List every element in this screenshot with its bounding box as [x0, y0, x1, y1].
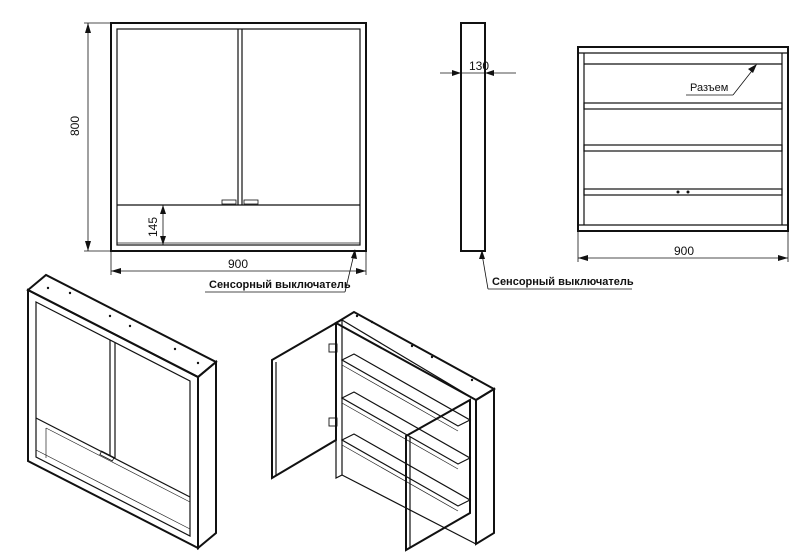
- inner-outline: [577, 46, 789, 232]
- hinge-bottom: [328, 417, 338, 427]
- shelf-1: [583, 102, 783, 110]
- iso-front-face: [27, 288, 199, 550]
- depth-dimension: [440, 70, 516, 76]
- width-dimension: [110, 251, 367, 275]
- touch-switch-callout: [205, 249, 357, 293]
- height-dimension: [84, 22, 111, 252]
- isometric-closed-view: [26, 273, 218, 551]
- hinge-top: [328, 343, 338, 353]
- open-side-face: [475, 387, 495, 546]
- inner-width-dimension: [577, 231, 789, 262]
- width-label: 900: [228, 257, 248, 271]
- iso-side-face: [197, 359, 217, 551]
- touch-switch-dot-right: [686, 190, 690, 194]
- shelf-2: [583, 144, 783, 152]
- side-outline: [460, 22, 486, 252]
- side-switch-callout: [479, 250, 632, 290]
- shelf-3: [583, 188, 783, 196]
- open-left-door: [271, 321, 337, 480]
- side-switch-label: Сенсорный выключатель: [492, 276, 634, 288]
- isometric-open-view: [271, 310, 496, 552]
- iso-door-bottom: [35, 417, 191, 498]
- shelf-height-label: 145: [146, 217, 160, 237]
- depth-label: 130: [469, 59, 489, 73]
- touch-switch-left: [221, 199, 237, 205]
- touch-switch-dot-left: [676, 190, 680, 194]
- touch-switch-right: [243, 199, 259, 205]
- iso-top-face: [26, 273, 218, 379]
- shelf-height-dimension: [160, 205, 166, 245]
- connector-label: Разъем: [690, 82, 728, 94]
- touch-switch-label: Сенсорный выключатель: [209, 279, 351, 291]
- open-right-door: [405, 398, 471, 552]
- inner-view: Разъем 900: [577, 46, 789, 262]
- connector-callout: [686, 64, 757, 96]
- front-view: 800 145 900 Сенсорный выключатель: [68, 22, 367, 293]
- height-label: 800: [68, 116, 82, 136]
- inner-width-label: 900: [674, 244, 694, 258]
- side-view: 130 Сенсорный выключатель: [440, 22, 634, 290]
- cabinet-outline: [110, 22, 367, 252]
- open-top-face: [334, 310, 496, 402]
